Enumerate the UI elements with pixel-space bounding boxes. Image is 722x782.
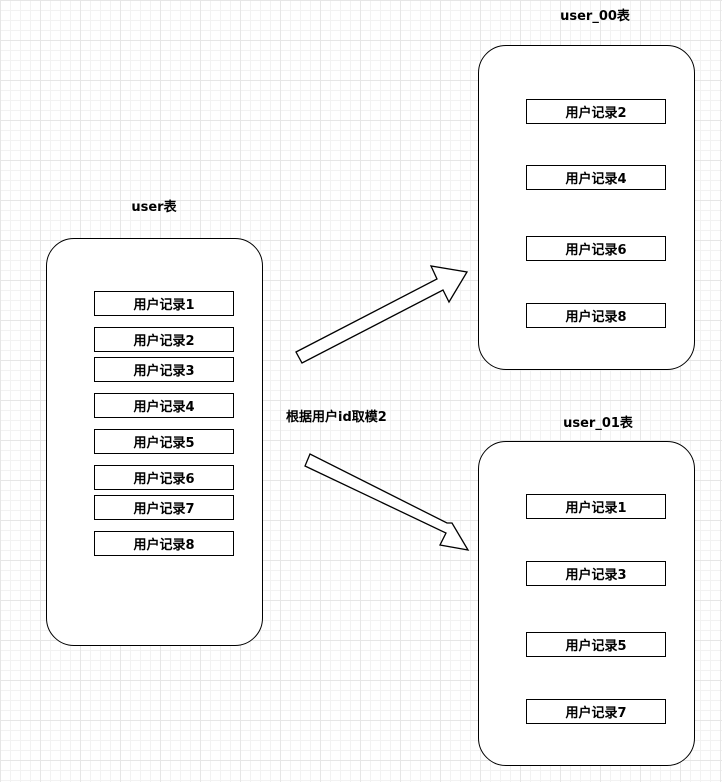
target-01-record-7[interactable]: 用户记录7 (526, 699, 666, 724)
source-record-1[interactable]: 用户记录1 (94, 291, 234, 316)
target-00-record-6[interactable]: 用户记录6 (526, 236, 666, 261)
arrow-to-user-01[interactable] (304, 453, 470, 551)
source-record-2[interactable]: 用户记录2 (94, 327, 234, 352)
arrow-to-user-00[interactable] (295, 265, 469, 364)
target-00-record-4[interactable]: 用户记录4 (526, 165, 666, 190)
target-01-record-5[interactable]: 用户记录5 (526, 632, 666, 657)
target-00-record-8[interactable]: 用户记录8 (526, 303, 666, 328)
source-record-3[interactable]: 用户记录3 (94, 357, 234, 382)
target-01-record-3[interactable]: 用户记录3 (526, 561, 666, 586)
source-record-5[interactable]: 用户记录5 (94, 429, 234, 454)
source-record-7[interactable]: 用户记录7 (94, 495, 234, 520)
source-table-title: user表 (131, 200, 177, 215)
target-01-record-1[interactable]: 用户记录1 (526, 494, 666, 519)
target-table-00-title: user_00表 (560, 9, 630, 24)
target-table-01-title: user_01表 (563, 416, 633, 431)
source-record-6[interactable]: 用户记录6 (94, 465, 234, 490)
source-record-4[interactable]: 用户记录4 (94, 393, 234, 418)
source-record-8[interactable]: 用户记录8 (94, 531, 234, 556)
target-00-record-2[interactable]: 用户记录2 (526, 99, 666, 124)
sharding-rule-label: 根据用户id取模2 (286, 410, 387, 425)
